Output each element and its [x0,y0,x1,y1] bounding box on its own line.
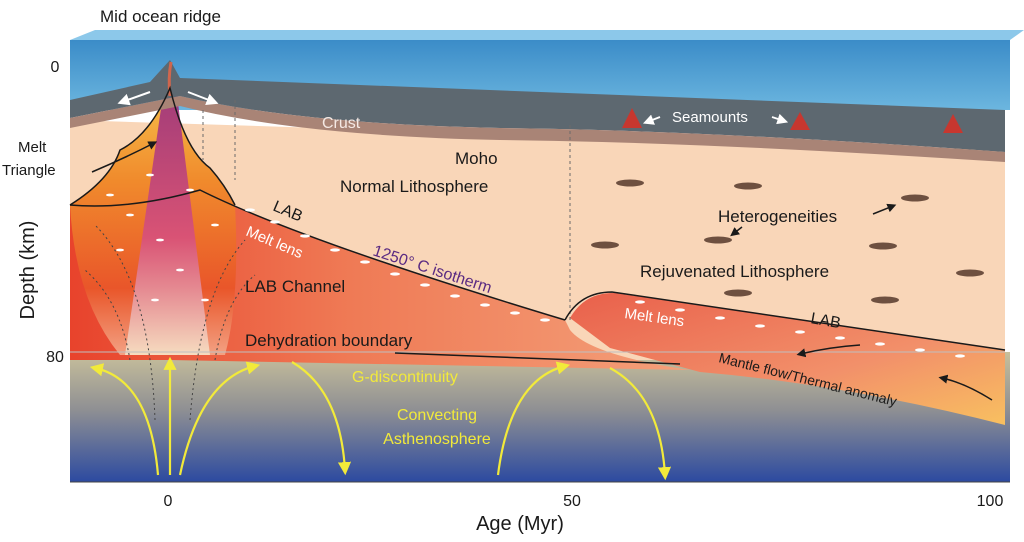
x-tick-100: 100 [977,493,1004,510]
asthenosphere-label-1: Convecting [397,407,477,424]
x-axis-label: Age (Myr) [476,513,564,535]
y-tick-0: 0 [51,59,60,76]
y-axis-label: Depth (km) [17,221,39,320]
lab-line-right [564,291,1006,351]
crust-layer [70,60,1005,152]
diagram-title: Mid ocean ridge [100,7,221,26]
ridge-axis-vent [167,61,173,97]
crust-lower-band [70,96,1005,162]
normal-lithosphere-label: Normal Lithosphere [340,177,488,196]
x-tick-0: 0 [164,493,173,510]
rejuvenated-lithosphere-label: Rejuvenated Lithosphere [640,262,829,281]
convection-arrows [89,356,672,481]
dehydration-boundary-line [394,352,681,365]
heterogeneities-group [591,179,984,304]
melt-triangle-outline [69,85,236,206]
dehydration-boundary-label: Dehydration boundary [245,331,413,350]
spreading-arrows [117,91,219,106]
g-discontinuity-label: G-discontinuity [352,369,458,386]
heterogeneities-label: Heterogeneities [718,207,837,226]
lab-line-left [69,189,566,321]
moho-label: Moho [455,149,498,168]
melt-triangle-label-2: Triangle [2,162,56,179]
melt-core [125,95,210,355]
melt-flow-lines [84,224,256,421]
dashed-guides [202,100,571,320]
seamounts-group [622,108,963,133]
asthenosphere-label-2: Asthenosphere [383,431,491,448]
y-tick-80: 80 [46,349,64,366]
annotation-arrows [91,141,993,401]
lab-channel-label: LAB Channel [245,277,345,296]
melt-lens-dashes [106,173,965,358]
seamount-icon [622,108,642,128]
seamounts-label: Seamounts [672,109,748,126]
lab-label-right: LAB [809,310,842,332]
seamount-icon [943,114,963,133]
seamount-pointers [642,113,789,125]
seamount-icon [790,112,810,130]
thermal-anomaly-wedge [570,292,1005,425]
x-tick-50: 50 [563,493,581,510]
melt-triangle-label-1: Melt [18,139,47,156]
crust-label: Crust [322,115,361,132]
